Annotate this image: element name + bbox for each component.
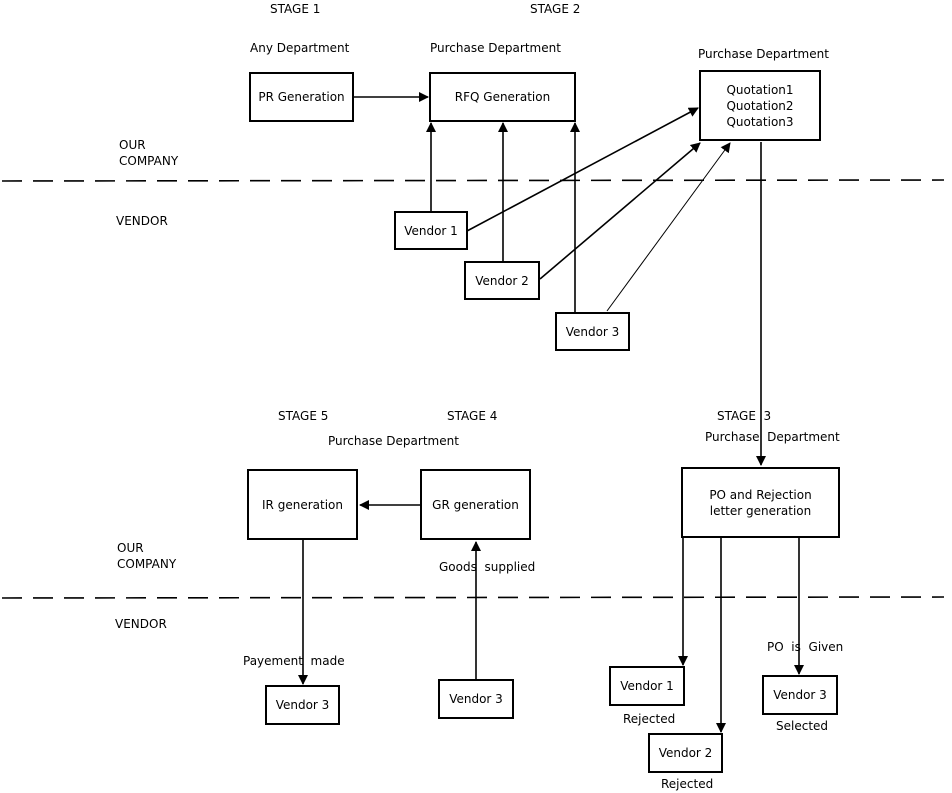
quotation-3-text: Quotation3 bbox=[726, 114, 794, 129]
vendor2-bottom-node[interactable]: Vendor 2 bbox=[648, 733, 723, 773]
quotation-lines: Quotation1 Quotation2 Quotation3 bbox=[726, 82, 793, 130]
ir-generation-text: IR generation bbox=[262, 497, 343, 512]
vendor3-goods-text: Vendor 3 bbox=[449, 692, 503, 706]
vendor2-bottom-text: Vendor 2 bbox=[658, 746, 713, 760]
gr-generation-text: GR generation bbox=[432, 497, 519, 512]
rfq-generation-text: RFQ Generation bbox=[454, 90, 551, 104]
vendor-side-label-bottom: VENDOR bbox=[115, 617, 167, 631]
arrow-vendor1-to-quotation bbox=[466, 107, 699, 232]
po-rejection-line2: letter generation bbox=[709, 503, 812, 518]
vendor3-top-node[interactable]: Vendor 3 bbox=[555, 312, 630, 351]
po-rejection-node[interactable]: PO and Rejection letter generation bbox=[681, 467, 840, 538]
our-company-label-top: OUR COMPANY bbox=[119, 137, 178, 169]
pr-generation-text: PR Generation bbox=[258, 90, 345, 104]
quotation-1-text: Quotation1 bbox=[726, 82, 794, 97]
goods-supplied-label: Goods supplied bbox=[439, 560, 536, 574]
company-vendor-boundary-bottom bbox=[1, 596, 945, 599]
ir-generation-node[interactable]: IR generation bbox=[247, 469, 358, 540]
purchase-department-label-quotation: Purchase Department bbox=[698, 47, 829, 61]
pr-generation-node[interactable]: PR Generation bbox=[249, 72, 354, 122]
stage4-heading: STAGE 4 bbox=[447, 409, 498, 423]
vendor3-payment-text: Vendor 3 bbox=[275, 698, 330, 712]
our-company-label-bottom: OUR COMPANY bbox=[117, 540, 176, 572]
vendor1-top-node[interactable]: Vendor 1 bbox=[394, 211, 468, 250]
our-company-line2: COMPANY bbox=[117, 557, 177, 571]
stage2-heading: STAGE 2 bbox=[530, 2, 581, 16]
stage1-heading: STAGE 1 bbox=[270, 2, 321, 16]
our-company-line1: OUR bbox=[119, 138, 146, 152]
vendor2-top-text: Vendor 2 bbox=[475, 273, 529, 288]
selected-vendor3-label: Selected bbox=[776, 719, 829, 733]
our-company-line1: OUR bbox=[117, 541, 144, 555]
stage3-heading: STAGE 3 bbox=[717, 409, 772, 423]
gr-generation-node[interactable]: GR generation bbox=[420, 469, 531, 540]
purchase-department-label-stage3: Purchase Department bbox=[705, 430, 840, 444]
rfq-generation-node[interactable]: RFQ Generation bbox=[429, 72, 576, 122]
vendor-side-label-top: VENDOR bbox=[116, 214, 168, 228]
vendor1-bottom-text: Vendor 1 bbox=[620, 679, 674, 693]
po-is-given-label: PO is Given bbox=[767, 640, 844, 654]
vendor3-selected-text: Vendor 3 bbox=[773, 688, 827, 702]
vendor3-payment-node[interactable]: Vendor 3 bbox=[265, 685, 340, 725]
vendor3-top-text: Vendor 3 bbox=[565, 324, 620, 339]
arrow-vendor3-to-quotation bbox=[606, 142, 731, 312]
arrow-vendor2-to-quotation bbox=[539, 142, 701, 280]
stage5-heading: STAGE 5 bbox=[278, 409, 329, 423]
any-department-label: Any Department bbox=[250, 41, 350, 55]
quotation-2-text: Quotation2 bbox=[726, 98, 794, 113]
vendor1-bottom-node[interactable]: Vendor 1 bbox=[609, 666, 685, 706]
purchase-department-label-stage2: Purchase Department bbox=[430, 41, 561, 55]
payment-made-label: Payement made bbox=[243, 654, 345, 668]
quotation-node[interactable]: Quotation1 Quotation2 Quotation3 bbox=[699, 70, 821, 141]
our-company-line2: COMPANY bbox=[119, 154, 179, 168]
rejected-vendor2-label: Rejected bbox=[661, 777, 714, 791]
po-rejection-lines: PO and Rejection letter generation bbox=[709, 487, 811, 519]
purchase-department-label-stage45: Purchase Department bbox=[328, 434, 459, 448]
company-vendor-boundary-top bbox=[1, 179, 945, 182]
rejected-vendor1-label: Rejected bbox=[623, 712, 676, 726]
vendor3-goods-node[interactable]: Vendor 3 bbox=[438, 679, 514, 719]
vendor3-selected-node[interactable]: Vendor 3 bbox=[762, 675, 838, 715]
vendor2-top-node[interactable]: Vendor 2 bbox=[464, 261, 540, 300]
po-rejection-line1: PO and Rejection bbox=[709, 487, 812, 502]
vendor1-top-text: Vendor 1 bbox=[404, 223, 458, 238]
